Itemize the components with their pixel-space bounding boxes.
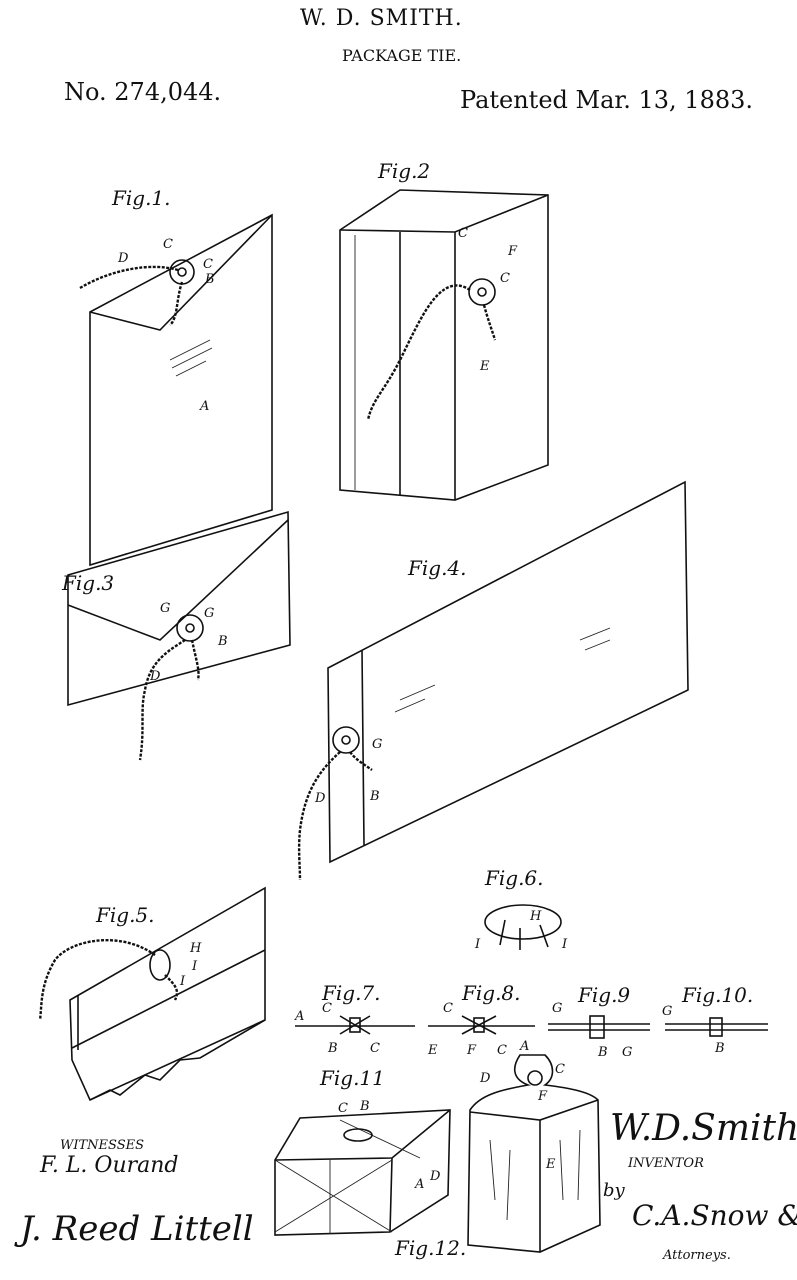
- figure-6: Fig.6. H I I: [474, 866, 568, 952]
- label-E: E: [427, 1043, 438, 1058]
- label-G: G: [552, 1001, 562, 1016]
- figure-2: Fig.2 C F C E: [339, 159, 549, 501]
- label-A: A: [414, 1177, 424, 1192]
- inventor-label: INVENTOR: [628, 1156, 704, 1171]
- label-C: C: [322, 1001, 332, 1016]
- patent-number: No. 274,044.: [64, 78, 222, 106]
- by-label: by: [603, 1180, 625, 1201]
- label-G: G: [622, 1045, 632, 1060]
- fig10-label: Fig.10.: [681, 983, 753, 1007]
- figure-4: Fig.4. G B D: [297, 480, 689, 881]
- fig8-label: Fig.8.: [461, 981, 521, 1005]
- label-E: E: [545, 1157, 556, 1172]
- label-G: G: [662, 1004, 672, 1019]
- label-D: D: [117, 251, 129, 266]
- label-B: B: [714, 1041, 725, 1056]
- label-C: C: [555, 1062, 565, 1077]
- fig5-label: Fig.5.: [95, 903, 155, 927]
- fig2-label: Fig.2: [377, 159, 430, 183]
- label-C: C: [370, 1041, 380, 1056]
- attorneys-label: Attorneys.: [663, 1248, 731, 1263]
- label-G: G: [204, 606, 214, 621]
- figure-3: Fig.3 G G B D: [61, 510, 291, 761]
- label-B: B: [597, 1045, 608, 1060]
- label-I: I: [561, 937, 568, 952]
- figure-11: Fig.11 C B A D: [274, 1066, 451, 1236]
- figures-7-10: Fig.7. Fig.8. Fig.9 Fig.10. A C B C C E …: [294, 981, 768, 1060]
- label-C: C: [458, 226, 468, 241]
- label-B: B: [217, 634, 228, 649]
- fig4-label: Fig.4.: [407, 556, 467, 580]
- label-D: D: [429, 1169, 441, 1184]
- label-B: B: [359, 1099, 370, 1114]
- patent-title: PACKAGE TIE.: [342, 46, 462, 65]
- label-C: C: [163, 237, 173, 252]
- witness2-signature: J. Reed Littell: [14, 1209, 254, 1249]
- witnesses-label: WITNESSES: [60, 1138, 145, 1153]
- label-G: G: [372, 737, 382, 752]
- label-I: I: [474, 937, 481, 952]
- label-F: F: [537, 1089, 548, 1104]
- inventor-name: W. D. SMITH.: [300, 6, 463, 31]
- attorney-signature: C.A.Snow &Co: [632, 1199, 797, 1232]
- figure-12: Fig.12. A D C F E: [394, 1039, 601, 1260]
- label-F: F: [466, 1043, 477, 1058]
- label-C: C: [443, 1001, 453, 1016]
- label-A: A: [294, 1009, 304, 1024]
- label-H: H: [189, 941, 202, 956]
- label-C: C: [338, 1101, 348, 1116]
- label-C: C: [203, 257, 213, 272]
- label-I: I: [191, 959, 198, 974]
- label-E: E: [479, 359, 490, 374]
- label-I: I: [179, 974, 186, 989]
- fig7-label: Fig.7.: [321, 981, 381, 1005]
- label-B: B: [204, 272, 215, 287]
- label-D: D: [479, 1071, 491, 1086]
- label-B: B: [327, 1041, 338, 1056]
- label-F: F: [507, 244, 518, 259]
- witness1-signature: F. L. Ourand: [39, 1153, 179, 1178]
- label-C: C: [500, 271, 510, 286]
- fig12-label: Fig.12.: [394, 1236, 466, 1260]
- fig9-label: Fig.9: [577, 983, 630, 1007]
- fig1-label: Fig.1.: [111, 186, 171, 210]
- figure-1: Fig.1. D C C B A: [79, 186, 273, 567]
- label-B: B: [369, 789, 380, 804]
- signatures: F. L. Ourand J. Reed Littell W.D.Smith, …: [14, 1108, 797, 1249]
- patent-date: Patented Mar. 13, 1883.: [460, 86, 754, 114]
- label-A: A: [199, 399, 209, 414]
- label-D: D: [149, 669, 161, 684]
- label-A: A: [519, 1039, 529, 1054]
- label-C: C: [497, 1043, 507, 1058]
- fig6-label: Fig.6.: [484, 866, 544, 890]
- label-H: H: [529, 909, 542, 924]
- fig11-label: Fig.11: [319, 1066, 385, 1090]
- label-G: G: [160, 601, 170, 616]
- inventor-signature: W.D.Smith,: [610, 1108, 797, 1149]
- figure-5: Fig.5. H I I: [38, 886, 266, 1102]
- label-D: D: [314, 791, 326, 806]
